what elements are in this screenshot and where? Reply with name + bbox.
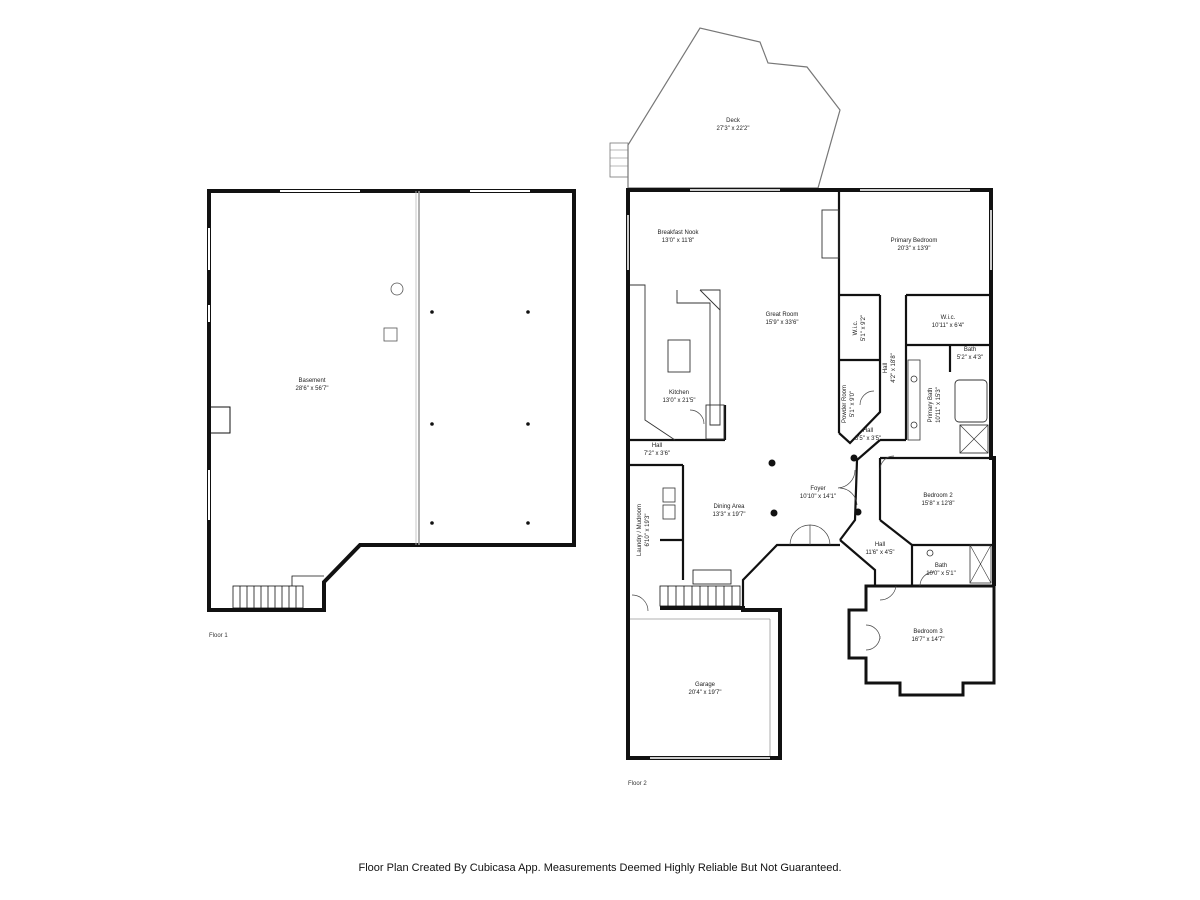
room-name-wic-small: W.i.c. xyxy=(853,320,859,335)
shower-icon xyxy=(959,424,989,454)
room-name-dining-area: Dining Area xyxy=(713,504,745,510)
room-dims-garage: 20'4" x 19'7" xyxy=(689,690,722,696)
room-dims-hall-kitchen: 7'2" x 3'6" xyxy=(644,451,670,457)
room-name-breakfast-nook: Breakfast Nook xyxy=(657,230,699,236)
main-stairs xyxy=(659,569,741,607)
vanity xyxy=(907,359,921,441)
room-name-laundry: Laundry / Mudroom xyxy=(637,504,643,556)
room-dims-basement: 28'6" x 56'7" xyxy=(296,386,329,392)
room-name-hall-vertical: Hall xyxy=(883,363,889,373)
room-name-wic-large: W.i.c. xyxy=(941,315,956,321)
room-name-kitchen: Kitchen xyxy=(669,390,689,396)
door-swings xyxy=(631,390,935,651)
kitchen-counters xyxy=(630,284,725,441)
room-dims-bedroom-2: 15'8" x 12'8" xyxy=(922,501,955,507)
room-dims-wic-small: 5'1" x 9'2" xyxy=(861,315,867,341)
room-dims-powder-room: 5'1" x 9'0" xyxy=(850,391,856,417)
room-name-bath-small: Bath xyxy=(964,347,976,353)
room-dims-kitchen: 13'0" x 21'5" xyxy=(663,398,696,404)
room-dims-breakfast-nook: 13'0" x 11'8" xyxy=(662,238,694,244)
room-dims-great-room: 15'9" x 33'6" xyxy=(766,320,799,326)
room-name-garage: Garage xyxy=(695,682,716,688)
fireplace xyxy=(821,209,840,259)
room-dims-hall-lower: 11'6" x 4'5" xyxy=(865,550,894,556)
room-dims-bath-lower: 10'0" x 5'1" xyxy=(926,571,956,577)
disclaimer-footer: Floor Plan Created By Cubicasa App. Meas… xyxy=(358,862,842,874)
columns xyxy=(768,454,862,517)
floor-label-2: Floor 2 xyxy=(628,781,647,787)
room-name-deck: Deck xyxy=(726,118,741,124)
floor-2-plan: Deck 27'3" x 22'2" Garage 20'4" x 19'7" … xyxy=(609,27,996,787)
bathtub-icon xyxy=(954,379,988,423)
room-dims-dining-area: 13'3" x 19'7" xyxy=(713,512,746,518)
room-name-powder-room: Powder Room xyxy=(842,385,848,423)
floor-label-1: Floor 1 xyxy=(209,633,228,639)
room-name-hall-small: Hall xyxy=(863,428,873,434)
room-name-hall-lower: Hall xyxy=(875,542,885,548)
room-dims-foyer: 10'10" x 14'1" xyxy=(800,494,836,500)
deck-outline xyxy=(627,27,841,189)
room-name-basement: Basement xyxy=(298,378,325,384)
room-dims-primary-bath: 10'11" x 15'3" xyxy=(936,387,942,423)
bedroom3-outer-wall xyxy=(847,584,996,697)
room-dims-bedroom-3: 16'7" x 14'7" xyxy=(912,637,945,643)
basement-stairs xyxy=(232,575,324,609)
floor-1-plan: Basement 28'6" x 56'7" Floor 1 xyxy=(207,189,576,639)
room-dims-deck: 27'3" x 22'2" xyxy=(717,126,750,132)
room-name-bedroom-2: Bedroom 2 xyxy=(923,493,953,499)
room-name-primary-bath: Primary Bath xyxy=(928,388,934,423)
room-name-primary-bedroom: Primary Bedroom xyxy=(891,238,938,244)
kitchen-island xyxy=(667,339,691,373)
room-name-bedroom-3: Bedroom 3 xyxy=(913,629,943,635)
room-dims-hall-small: 5'5" x 3'5" xyxy=(855,436,881,442)
support-posts xyxy=(430,310,530,525)
deck-steps xyxy=(609,142,629,178)
room-dims-wic-large: 10'11" x 6'4" xyxy=(932,323,964,329)
furnace-icon xyxy=(383,327,398,342)
room-name-foyer: Foyer xyxy=(810,486,825,492)
room-dims-bath-small: 5'2" x 4'3" xyxy=(957,355,983,361)
room-name-bath-lower: Bath xyxy=(935,563,947,569)
room-dims-laundry: 6'10" x 19'3" xyxy=(645,514,651,547)
room-dims-primary-bedroom: 20'3" x 13'9" xyxy=(898,246,931,252)
water-heater-icon xyxy=(390,282,404,296)
basement-outline xyxy=(207,189,576,612)
room-dims-hall-vertical: 4'2" x 18'8" xyxy=(891,353,897,383)
room-name-great-room: Great Room xyxy=(766,312,799,318)
room-name-hall-kitchen: Hall xyxy=(652,443,662,449)
